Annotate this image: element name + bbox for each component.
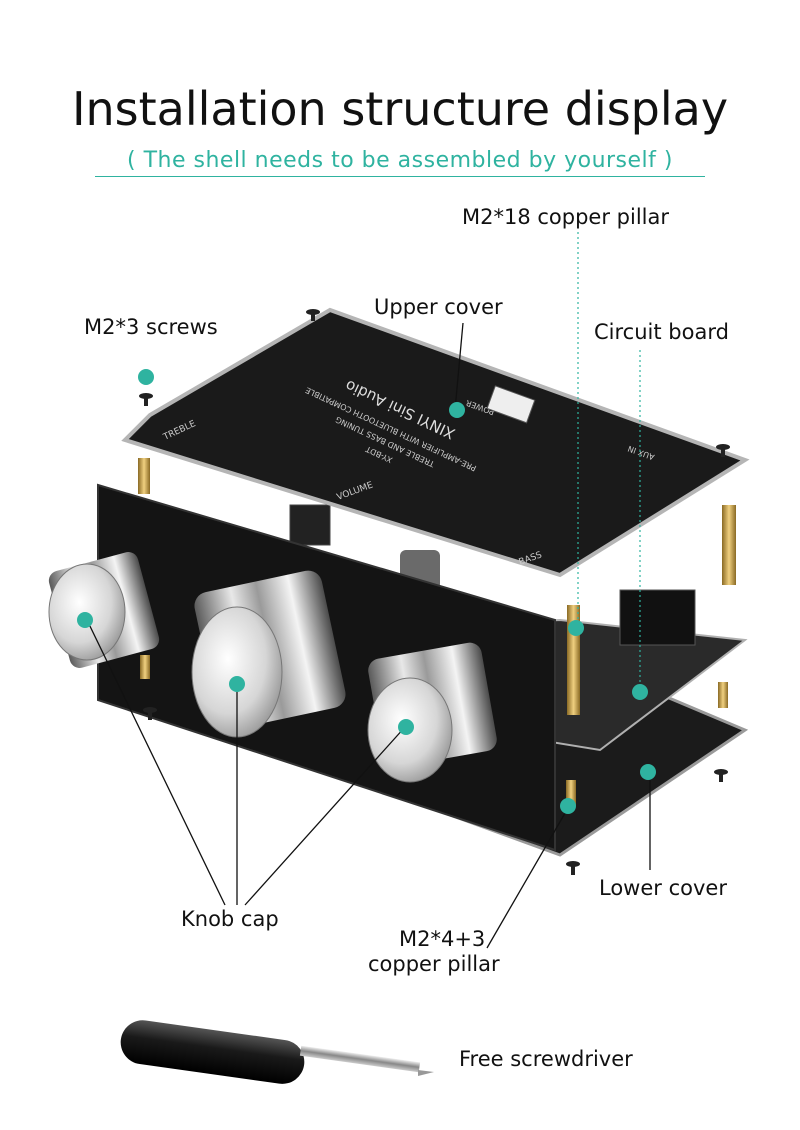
label-copper-pillar-bottom-line2: copper pillar [368, 952, 500, 976]
screw-icon [566, 861, 580, 875]
marker-knob-bass [398, 719, 414, 735]
copper-pillar-small-2 [718, 682, 728, 708]
markers [77, 369, 656, 814]
marker-lower-cover [640, 764, 656, 780]
copper-pillar-small-3 [140, 655, 150, 679]
screwdriver-image [120, 1020, 434, 1084]
copper-pillar-right [722, 505, 736, 585]
label-knob-cap: Knob cap [181, 907, 279, 931]
audio-jack [619, 589, 696, 646]
label-lower-cover: Lower cover [599, 876, 727, 900]
knob-treble [48, 552, 160, 668]
screw-icon [143, 707, 157, 720]
dc-jack [289, 504, 331, 546]
upper-cover [121, 307, 750, 578]
copper-pillar-left [138, 458, 150, 494]
label-screws: M2*3 screws [84, 315, 218, 339]
copper-pillar-small-1 [566, 780, 576, 806]
screw-icon [139, 393, 153, 406]
label-circuit-board: Circuit board [594, 320, 729, 344]
screw-icon [306, 309, 320, 321]
label-copper-pillar-bottom-line1: M2*4+3 [399, 927, 486, 951]
dashed-guides [577, 232, 641, 690]
leader-lines [86, 322, 651, 949]
page-subtitle: ( The shell needs to be assembled by you… [95, 148, 705, 177]
page-title: Installation structure display [71, 82, 729, 136]
label-copper-pillar-top: M2*18 copper pillar [462, 205, 669, 229]
marker-circuit-board [632, 684, 648, 700]
screw-icon [716, 444, 730, 457]
terminal-block [486, 385, 536, 424]
marker-knob-treble [77, 612, 93, 628]
marker-screws [138, 369, 154, 385]
screws [139, 309, 730, 875]
marker-pillar-bottom [560, 798, 576, 814]
marker-pillar-top [568, 620, 584, 636]
label-upper-cover: Upper cover [374, 295, 503, 319]
screw-icon [714, 769, 728, 782]
marker-upper-cover [449, 402, 465, 418]
marker-knob-volume [229, 676, 245, 692]
label-screwdriver: Free screwdriver [459, 1047, 633, 1071]
